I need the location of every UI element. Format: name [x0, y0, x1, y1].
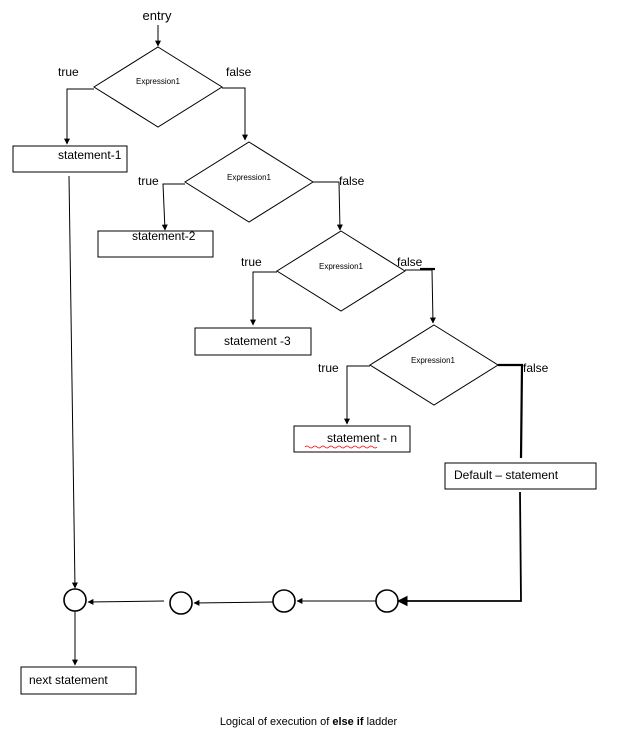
decision-3-true-arrow — [250, 271, 277, 326]
default-to-merge-arrow — [396, 491, 522, 607]
statement-3-label: statement -3 — [224, 334, 291, 348]
next-statement-box — [20, 666, 137, 695]
decision-1-true-label: true — [58, 65, 79, 79]
decision-3-label: Expression1 — [319, 262, 364, 271]
decision-1-label: Expression1 — [136, 77, 181, 86]
decision-4-false-label: false — [523, 361, 549, 375]
entry-label: entry — [143, 8, 172, 23]
caption-suffix: ladder — [363, 716, 398, 728]
connector-circle-1 — [63, 588, 87, 612]
decision-2 — [184, 141, 314, 223]
decision-2-true-arrow — [161, 183, 185, 231]
statement-2-label: statement-2 — [132, 229, 196, 243]
decision-3-false-label: false — [397, 255, 423, 269]
decision-3-true-label: true — [241, 255, 262, 269]
decision-2-label: Expression1 — [227, 173, 272, 182]
decision-3 — [276, 230, 406, 312]
connector-circle-4 — [375, 589, 399, 613]
statement-2-box — [97, 230, 214, 258]
decision-1-false-arrow — [222, 87, 248, 141]
decision-3-false-arrow — [405, 269, 436, 324]
decision-1-false-label: false — [226, 65, 252, 79]
statement-1-to-merge-arrow — [68, 175, 78, 589]
decision-4-label: Expression1 — [411, 356, 456, 365]
statement-1-box — [12, 145, 128, 173]
connector-circle-3 — [272, 589, 296, 613]
decision-1-true-arrow — [64, 88, 94, 145]
decision-2-false-label: false — [339, 174, 365, 188]
spellcheck-underline — [304, 445, 378, 449]
decision-2-false-arrow — [313, 181, 343, 231]
decision-4-true-arrow — [344, 365, 370, 425]
statement-n-label: statement - n — [327, 431, 397, 445]
decision-1 — [93, 46, 223, 128]
statement-1-label: statement-1 — [58, 148, 122, 162]
circle-3-to-2-arrow — [193, 599, 274, 606]
default-statement-label: Default – statement — [454, 468, 559, 482]
caption-prefix: Logical of execution of — [219, 716, 333, 728]
default-statement-box — [444, 462, 597, 490]
decision-4-false-line — [498, 363, 524, 459]
decision-4-true-label: true — [318, 361, 339, 375]
caption-emphasis: else if — [332, 716, 364, 728]
statement-3-box — [194, 327, 312, 356]
connector-circle-2 — [169, 591, 193, 615]
decision-2-true-label: true — [138, 174, 159, 188]
next-statement-label: next statement — [29, 673, 108, 687]
figure-caption: Logical of execution of else if ladder — [0, 716, 617, 728]
decision-4 — [369, 324, 499, 406]
circle-2-to-1-arrow — [87, 598, 165, 605]
